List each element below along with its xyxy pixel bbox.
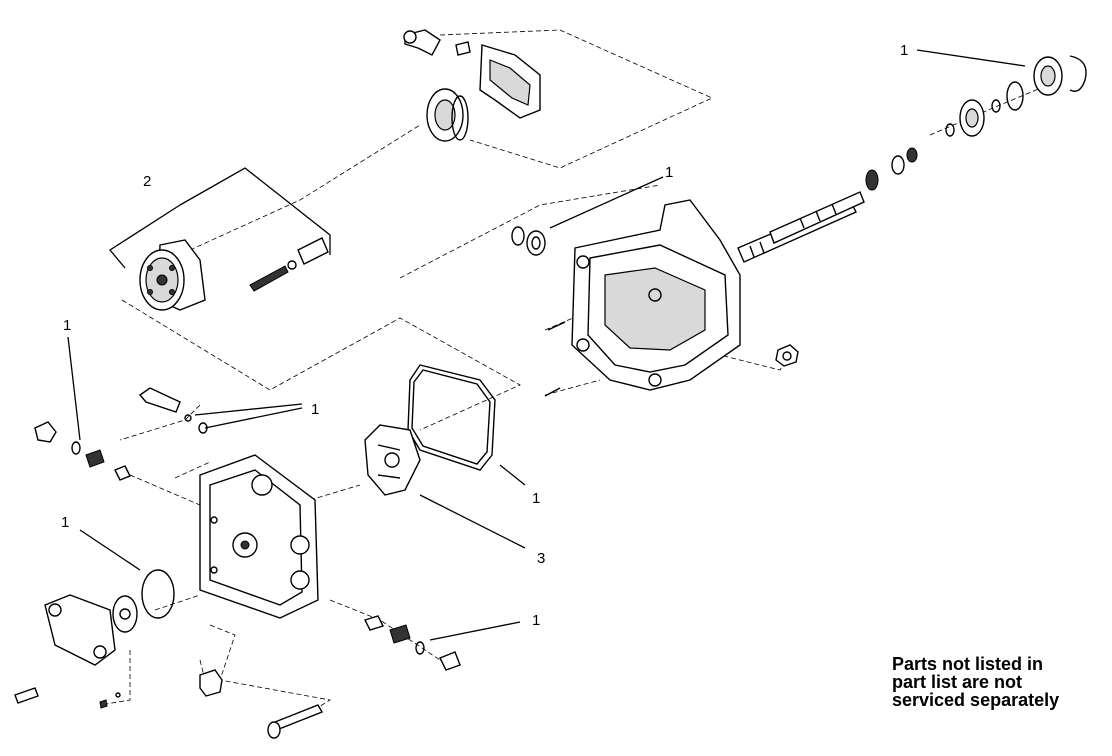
callout-1-right-o-ring: 1 [532,612,540,629]
shaft-seal-ring [511,226,546,256]
callout-1-left-o-ring: 1 [63,317,71,334]
swash-lever-part [403,29,471,56]
leader-lines [67,49,1026,641]
parts-note-line-2: part list are not [892,672,1023,692]
right-check-valve-set [364,615,461,671]
parts-note: Parts not listed in part list are not se… [892,655,1102,709]
callout-1-large-o-ring: 1 [61,514,69,531]
pump-housing [544,199,741,397]
housing-gasket [407,364,496,471]
callout-2-rotating-group: 2 [143,173,151,190]
callout-1-shaft-bearing: 1 [900,42,908,59]
parts-note-line-1: Parts not listed in [892,654,1044,674]
callout-3-valve-plate: 3 [537,550,545,567]
swash-plate-bracket [479,44,541,119]
housing-plug-nut [775,344,799,367]
assembly-dashed-lines [99,29,1061,726]
valve-plate [364,424,421,496]
callout-1-valve-o-rings: 1 [311,401,319,418]
drain-plug [199,669,223,697]
parts-note-line-3: serviced separately [892,690,1060,710]
long-bolt [267,704,324,739]
rotating-group [139,239,206,311]
drive-shaft [737,191,865,263]
charge-pump-gerotor [112,595,138,633]
callout-1-gasket: 1 [532,490,540,507]
callout-labels: 1 1 2 1 1 1 1 3 1 [61,42,908,629]
cylinder-spring-pin [249,237,329,292]
charge-pump-cover [44,594,116,666]
left-plug-spring-set [34,421,131,481]
relief-valve-cartridge [138,387,208,434]
o-ring-large [141,569,175,619]
cover-bolts [14,687,121,709]
callout-1-shaft-seal: 1 [665,164,673,181]
shaft-bearing-set [945,55,1087,137]
shaft-spring-washer [865,147,918,191]
swash-bearing [426,88,469,142]
port-block [199,454,319,619]
